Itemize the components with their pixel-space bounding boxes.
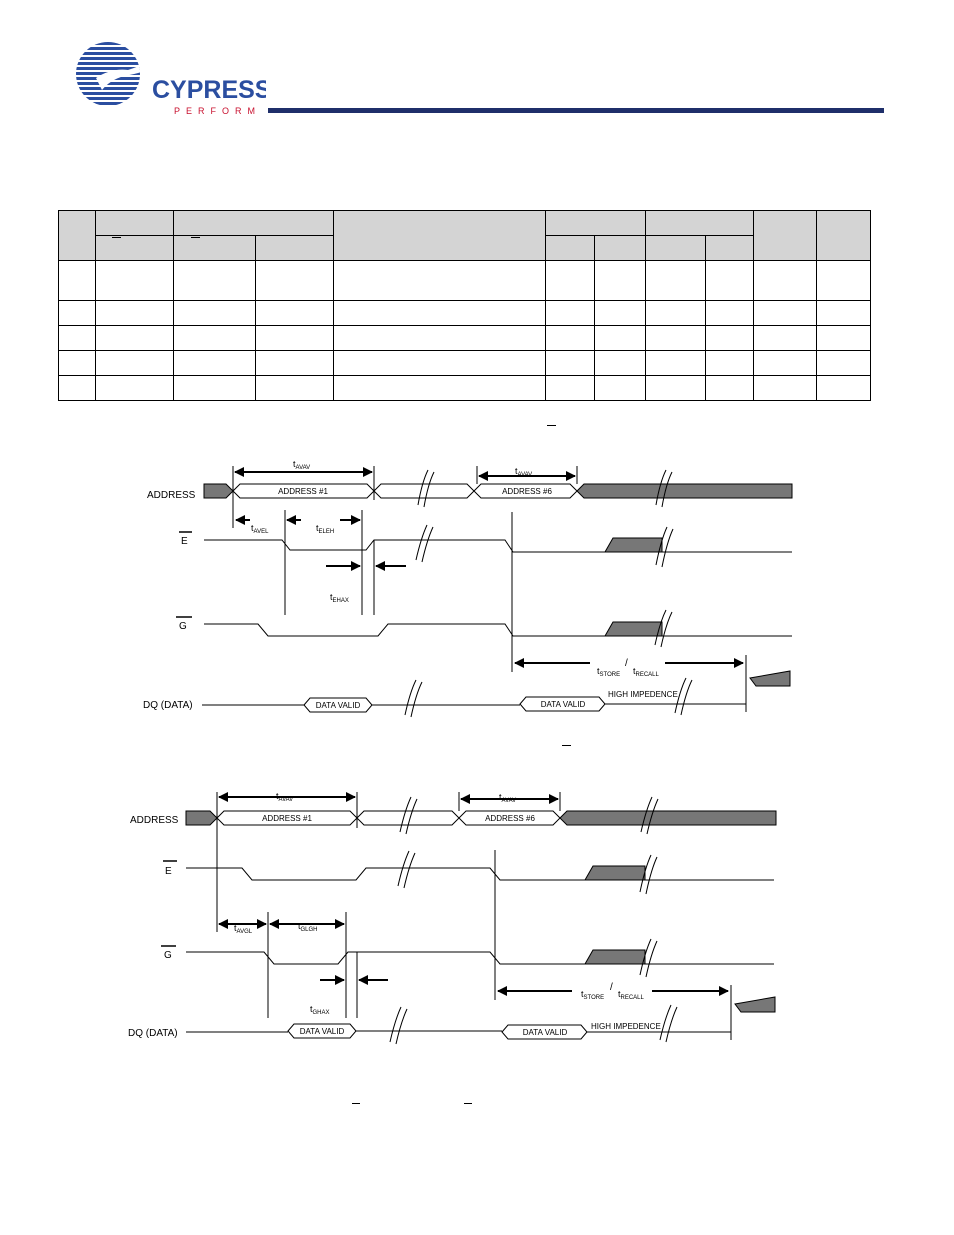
overbar-mark <box>112 237 121 238</box>
header-cell <box>545 235 595 261</box>
dq-signal-label: DQ (DATA) <box>143 700 193 711</box>
caption-overbar <box>547 425 556 426</box>
data-valid-label: DATA VALID <box>316 701 361 710</box>
header-cell <box>816 210 871 261</box>
logo-tagline: PERFORM <box>174 106 261 116</box>
t-avav-label: tAVAV <box>499 792 516 804</box>
logo-wordmark: CYPRESS <box>152 76 266 104</box>
data-valid-label: DATA VALID <box>300 1027 345 1036</box>
header-rule <box>268 108 884 113</box>
t-avgl-label: tAVGL <box>234 923 253 935</box>
data-valid-label: DATA VALID <box>541 700 586 709</box>
table-row <box>58 260 871 301</box>
table-row <box>58 300 871 326</box>
slash-label: / <box>610 982 613 993</box>
address-6-label: ADDRESS #6 <box>502 487 552 496</box>
t-store-label: tSTORE <box>581 989 604 1001</box>
caption-overbar <box>464 1103 472 1104</box>
t-recall-label: tRECALL <box>618 989 645 1001</box>
header-cell <box>753 210 817 261</box>
caption-overbar <box>562 745 571 746</box>
data-valid-label: DATA VALID <box>523 1028 568 1037</box>
address-6-label: ADDRESS #6 <box>485 814 535 823</box>
e-signal-label: E <box>181 536 188 547</box>
globe-icon <box>76 42 140 105</box>
t-avav-label: tAVAV <box>276 791 293 803</box>
header-cell <box>173 210 334 236</box>
high-impedance-label: HIGH IMPEDENCE <box>591 1022 661 1031</box>
overbar-mark <box>191 237 200 238</box>
spec-table <box>58 210 871 401</box>
address-signal-label: ADDRESS <box>147 490 196 501</box>
g-signal-label: G <box>179 621 187 632</box>
header-cell <box>255 235 334 261</box>
t-ghax-label: tGHAX <box>310 1004 330 1016</box>
dq-signal-label: DQ (DATA) <box>128 1028 178 1039</box>
t-avel-label: tAVEL <box>251 523 269 535</box>
t-eleh-label: tELEH <box>316 523 334 535</box>
g-signal-label: G <box>164 950 172 961</box>
table-row <box>58 375 871 401</box>
t-ehax-label: tEHAX <box>330 592 349 604</box>
caption-overbar <box>352 1103 360 1104</box>
header-cell <box>173 235 256 261</box>
table-row <box>58 325 871 351</box>
header-cell <box>594 235 646 261</box>
t-store-label: tSTORE <box>597 666 620 678</box>
slash-label: / <box>625 658 628 669</box>
header-cell <box>333 210 546 261</box>
t-glgh-label: tGLGH <box>298 921 318 933</box>
address-signal-label: ADDRESS <box>130 815 179 826</box>
high-impedance-label: HIGH IMPEDENCE <box>608 690 678 699</box>
e-signal-label: E <box>165 866 172 877</box>
t-avav-label: tAVAV <box>293 459 310 471</box>
table-row <box>58 350 871 376</box>
header-cell <box>545 210 646 236</box>
cypress-logo: CYPRESS PERFORM <box>76 42 266 116</box>
header-cell <box>95 235 174 261</box>
address-1-label: ADDRESS #1 <box>262 814 312 823</box>
header-cell <box>705 235 754 261</box>
table-subheader-row <box>59 235 871 261</box>
t-recall-label: tRECALL <box>633 666 660 678</box>
address-1-label: ADDRESS #1 <box>278 487 328 496</box>
t-avav-label: tAVAV <box>515 466 532 478</box>
